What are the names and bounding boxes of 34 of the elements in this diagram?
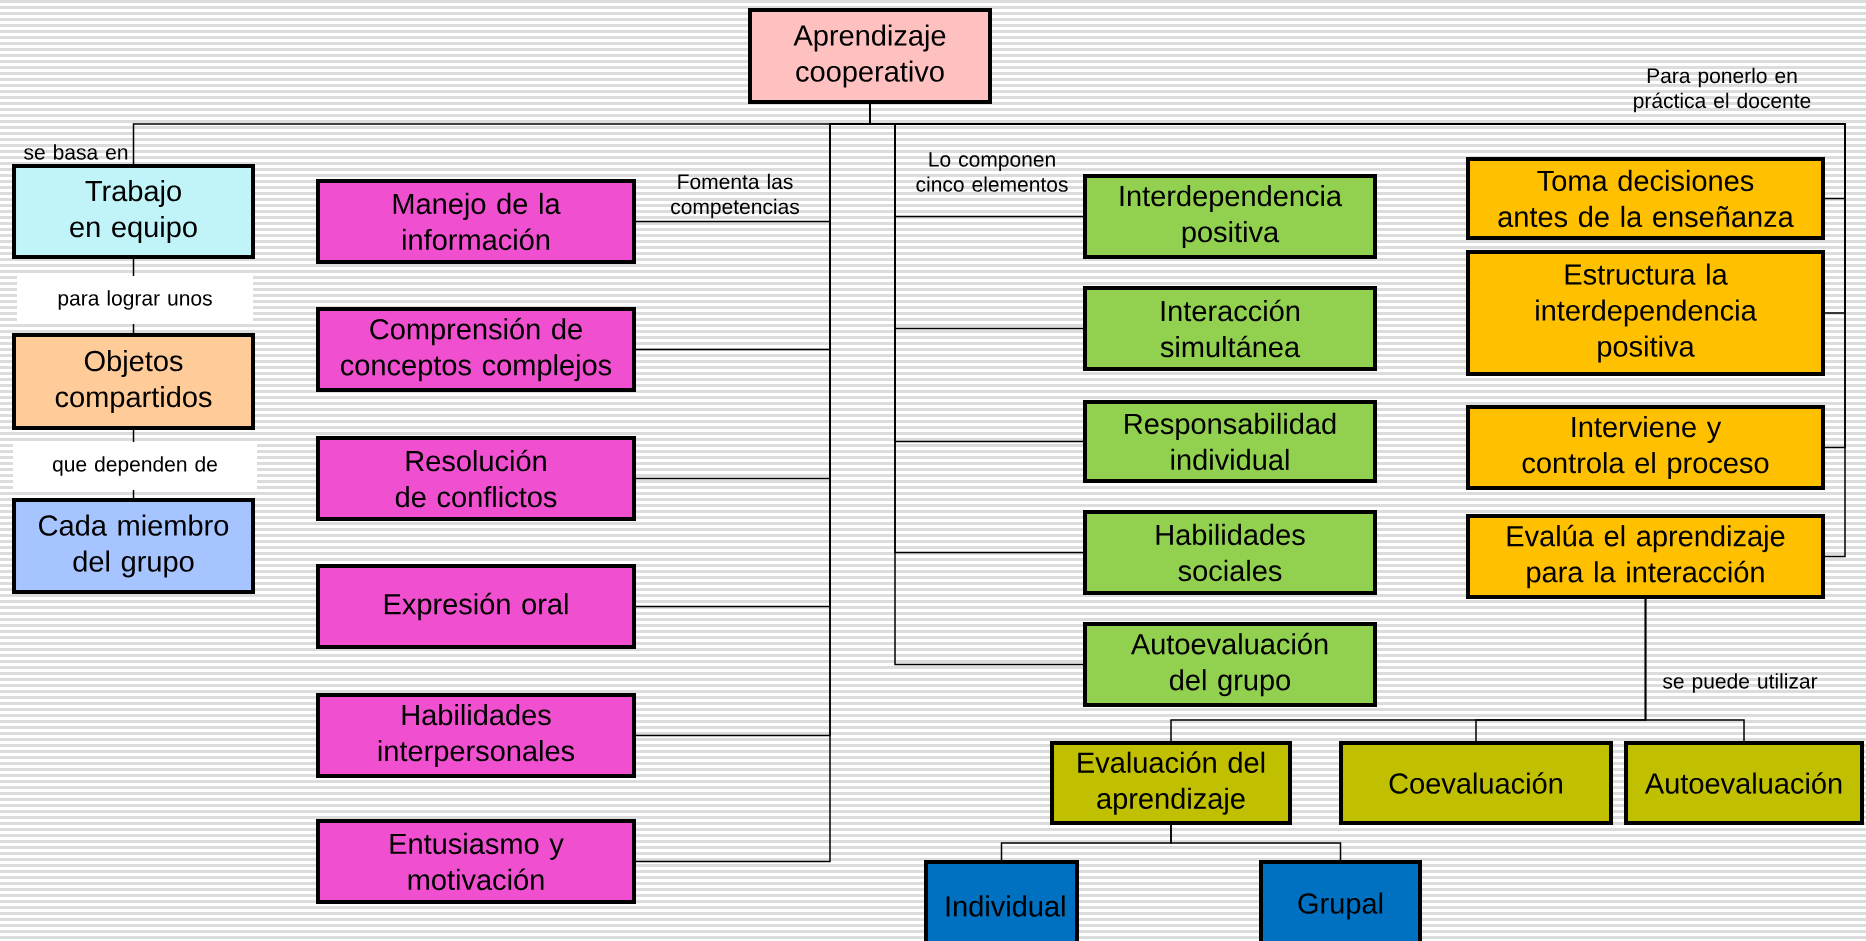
concept-box: Objetos compartidos [12, 333, 255, 430]
concept-box: Habilidades sociales [1083, 510, 1377, 595]
concept-box: Toma decisiones antes de la enseñanza [1466, 157, 1825, 240]
concept-box: Evaluación del aprendizaje [1050, 741, 1292, 825]
connector-line [1644, 598, 1745, 742]
concept-box: Expresión oral [316, 564, 636, 649]
concept-box: Cada miembro del grupo [12, 498, 255, 594]
edge-label: se basa en [24, 144, 128, 160]
edge-label: que dependen de [13, 442, 257, 490]
concept-box: Entusiasmo y motivación [316, 819, 636, 904]
concept-box: Individual [924, 860, 1079, 941]
concept-box: Resolución de conflictos [316, 436, 636, 521]
concept-box: Grupal [1259, 860, 1422, 941]
concept-box: Autoevaluación del grupo [1083, 622, 1377, 707]
connector-line [1170, 824, 1342, 861]
edge-label: se puede utilizar [1662, 673, 1818, 693]
concept-box: Estructura la interdependencia positiva [1466, 250, 1825, 376]
concept-box: Responsabilidad individual [1083, 400, 1377, 483]
concept-box: Interdependencia positiva [1083, 174, 1377, 259]
concept-box: Comprensión de conceptos complejos [316, 307, 636, 392]
concept-box: Habilidades interpersonales [316, 693, 636, 778]
connector-line [869, 103, 1846, 558]
concept-box: Aprendizaje cooperativo [748, 8, 992, 104]
concept-box: Interviene y controla el proceso [1466, 405, 1825, 490]
concept-box: Coevaluación [1339, 741, 1613, 825]
concept-box: Manejo de la información [316, 179, 636, 264]
concept-box: Evalúa el aprendizaje para la interacción [1466, 514, 1825, 599]
concept-box: Trabajo en equipo [12, 164, 255, 259]
edge-label: Para ponerlo en práctica el docente [1634, 67, 1811, 113]
concept-box: Autoevaluación [1624, 741, 1864, 825]
concept-box: Interacción simultánea [1083, 286, 1377, 371]
edge-label: Lo componen cinco elementos [916, 152, 1068, 192]
edge-label: para lograr unos [17, 276, 253, 324]
edge-label: Fomenta las competencias [671, 173, 799, 219]
